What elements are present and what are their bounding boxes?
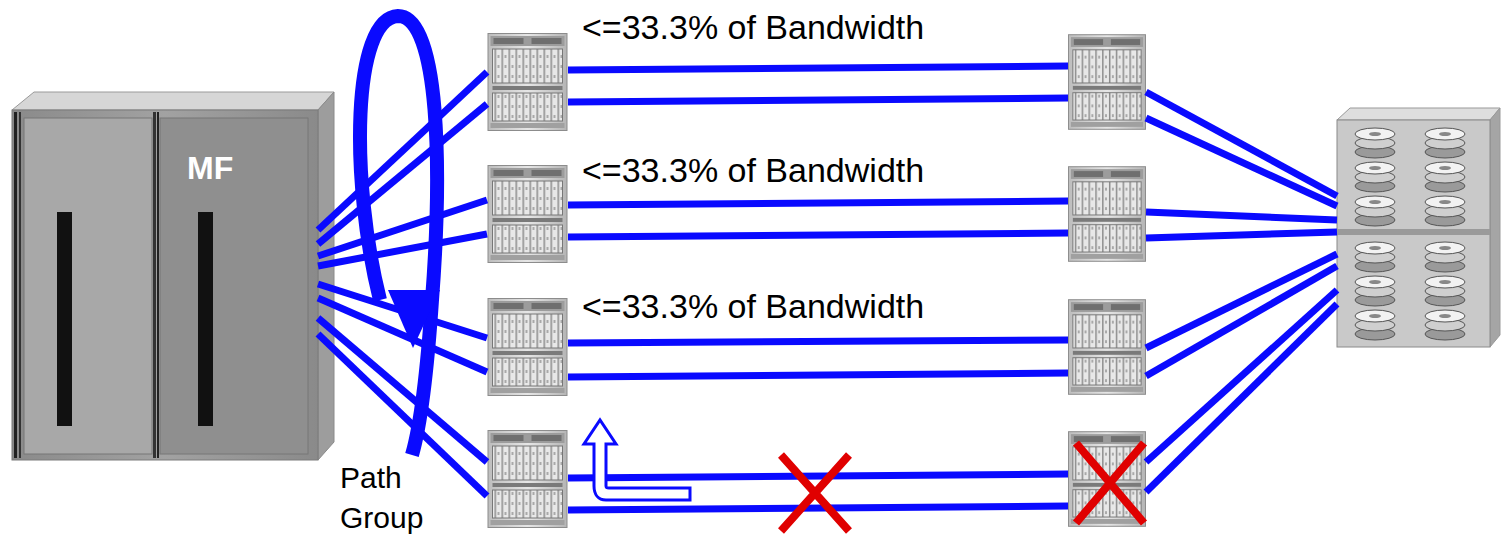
bandwidth-label: <=33.3% of Bandwidth [582, 8, 924, 47]
fibre-link [568, 506, 1068, 510]
fibre-link [568, 66, 1068, 70]
fibre-link [568, 373, 1068, 377]
fibre-link [1146, 266, 1337, 376]
fibre-links [318, 66, 1337, 510]
node-label: MF [187, 150, 233, 187]
fibre-link [568, 233, 1068, 237]
loop-arrowhead [388, 290, 440, 348]
fibre-link [568, 340, 1068, 343]
fibre-link [1146, 304, 1337, 492]
director-switch [488, 34, 1146, 528]
failure-mark [781, 443, 1144, 531]
fibre-link [1146, 232, 1337, 238]
bandwidth-label: <=33.3% of Bandwidth [582, 287, 924, 326]
red-x [781, 455, 849, 531]
loop-curve [360, 16, 437, 455]
fibre-link [318, 318, 487, 462]
red-x [1076, 443, 1144, 523]
reroute-arrow [584, 420, 690, 500]
fibre-link [1146, 118, 1337, 206]
storage-array [1337, 108, 1500, 347]
bandwidth-label: <=33.3% of Bandwidth [582, 151, 924, 190]
fibre-link [568, 98, 1068, 102]
fibre-link [318, 234, 487, 266]
fibre-link [568, 201, 1068, 205]
fibre-link [318, 104, 487, 244]
mainframe-cabinet [12, 92, 334, 460]
fibre-link [1146, 92, 1337, 196]
group-label: Path Group [340, 458, 445, 538]
fibre-link [1146, 212, 1337, 220]
path-group-loop [360, 16, 440, 455]
fibre-link [1146, 290, 1337, 462]
mainframe: MF [12, 110, 318, 460]
fibre-link [568, 474, 1068, 478]
